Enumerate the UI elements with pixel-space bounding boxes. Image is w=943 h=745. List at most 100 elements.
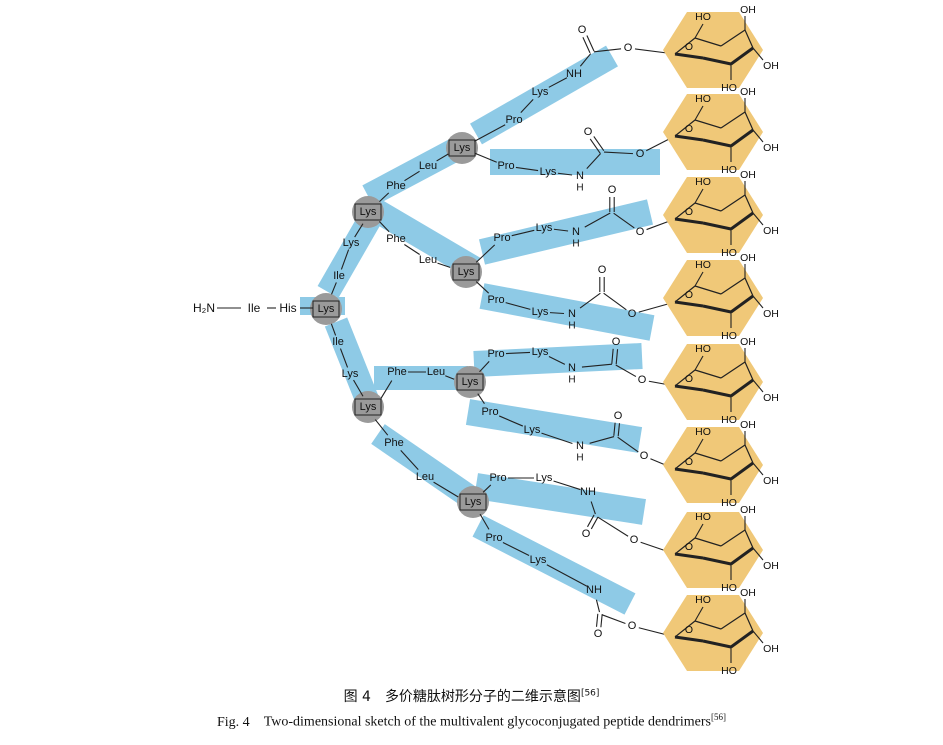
ring-bond	[702, 221, 732, 231]
chain-bond	[482, 484, 492, 493]
chain-bond	[603, 151, 634, 155]
lys-gen2-4-label: Lys	[465, 496, 482, 508]
carbonyl-oxygen-2: O	[584, 126, 593, 138]
ring-bond	[674, 134, 704, 142]
chain-bond	[436, 153, 449, 162]
sugar-oh-top: OH	[740, 169, 756, 181]
caption-zh-ref: [56]	[580, 688, 600, 699]
chain-bond	[548, 355, 566, 365]
arm4-pro-label: Pro	[487, 294, 504, 306]
chain-bond	[520, 98, 534, 114]
chain-bond	[589, 436, 615, 444]
g2a-phe-label: Phe	[386, 180, 406, 192]
chain-bond	[378, 221, 390, 233]
ring-bond	[694, 369, 722, 379]
g2a-leu-label: Leu	[419, 160, 437, 172]
chain-bond	[601, 614, 626, 625]
arm7-lys-label: Lys	[536, 472, 553, 484]
sugar-ho-top: HO	[695, 594, 711, 606]
lys-gen2-3-box	[456, 373, 484, 391]
n-terminus-label: H₂N	[193, 301, 215, 315]
core-his-label: His	[279, 301, 296, 315]
ring-bond	[702, 471, 732, 481]
ring-bond	[720, 29, 746, 47]
highlight-band	[479, 283, 655, 341]
ring-bond	[694, 620, 722, 630]
ring-bond	[694, 23, 704, 39]
sugar-oh-right: OH	[763, 560, 779, 572]
arm2-lys-label: Lys	[540, 166, 557, 178]
sugar-oh-top: OH	[740, 86, 756, 98]
highlight-band	[473, 343, 643, 377]
chain-bond	[354, 223, 364, 238]
chain-bond	[380, 380, 393, 399]
sugar-ho-bottom: HO	[721, 665, 737, 677]
sugar-hexagon	[663, 595, 763, 671]
sugar-ho-top: HO	[695, 11, 711, 23]
sugar-oh-top: OH	[740, 504, 756, 516]
g1-upper-ile-label: Ile	[333, 270, 345, 282]
carbonyl-bond	[611, 348, 614, 364]
sugar-oh-top: OH	[740, 4, 756, 16]
arm3-pro-label: Pro	[493, 232, 510, 244]
lys-gen1-lower-box	[354, 398, 382, 416]
sugar-ring-oxygen: O	[685, 373, 693, 385]
ring-bond	[694, 452, 722, 462]
sugar-oh-right: OH	[763, 142, 779, 154]
chain-bond	[433, 481, 459, 498]
carbonyl-bond	[593, 136, 605, 152]
linker-h-2: H	[576, 183, 583, 194]
ring-bond	[730, 211, 754, 231]
sugar-hexagon	[663, 260, 763, 336]
chain-bond	[553, 480, 581, 491]
highlight-band	[470, 45, 618, 145]
chain-bond	[548, 77, 568, 88]
arm6-pro-label: Pro	[481, 406, 498, 418]
ring-bond	[694, 523, 704, 539]
carbonyl-oxygen-4: O	[598, 264, 607, 276]
sugar-oh-right: OH	[763, 60, 779, 72]
caption-zh-number: 图 4	[343, 689, 371, 705]
chain-bond	[590, 501, 596, 515]
carbonyl-bond	[600, 614, 603, 628]
lys-gen2-4-box	[459, 493, 487, 511]
sugar-oh-right: OH	[763, 475, 779, 487]
sugar-ring-oxygen: O	[685, 206, 693, 218]
chain-bond	[404, 170, 420, 182]
carbonyl-bond	[617, 423, 621, 437]
highlight-band	[362, 135, 468, 207]
ester-oxygen-6: O	[640, 450, 649, 462]
sugar-ho-top: HO	[695, 511, 711, 523]
chain-bond	[479, 360, 490, 373]
ring-bond	[674, 552, 704, 560]
sugar-oh-top: OH	[740, 419, 756, 431]
chain-bond	[515, 166, 539, 172]
arm8-lys-label: Lys	[530, 554, 547, 566]
sugar-ho-top: HO	[695, 259, 711, 271]
ring-bond	[744, 194, 754, 214]
ring-bond	[720, 194, 746, 212]
ring-bond	[694, 271, 704, 287]
sugar-ring-oxygen: O	[685, 123, 693, 135]
linker-h-4: H	[568, 321, 575, 332]
ring-bond	[674, 620, 696, 638]
ring-bond	[694, 606, 704, 622]
ring-bond	[694, 537, 722, 547]
ester-oxygen-8: O	[628, 620, 637, 632]
lys-gen1-upper-box	[354, 203, 382, 221]
ester-oxygen-7: O	[630, 534, 639, 546]
g1-lower-ile-label: Ile	[332, 336, 344, 348]
ring-bond	[720, 111, 746, 129]
ring-bond	[674, 119, 696, 137]
ring-bond	[730, 378, 754, 398]
chain-bond	[340, 249, 350, 270]
linker-nh-8: NH	[586, 584, 602, 596]
lys-gen2-1-label: Lys	[454, 142, 471, 154]
chain-bond	[511, 229, 535, 237]
chain-bond	[617, 436, 639, 453]
g2c-leu-label: Leu	[427, 366, 445, 378]
